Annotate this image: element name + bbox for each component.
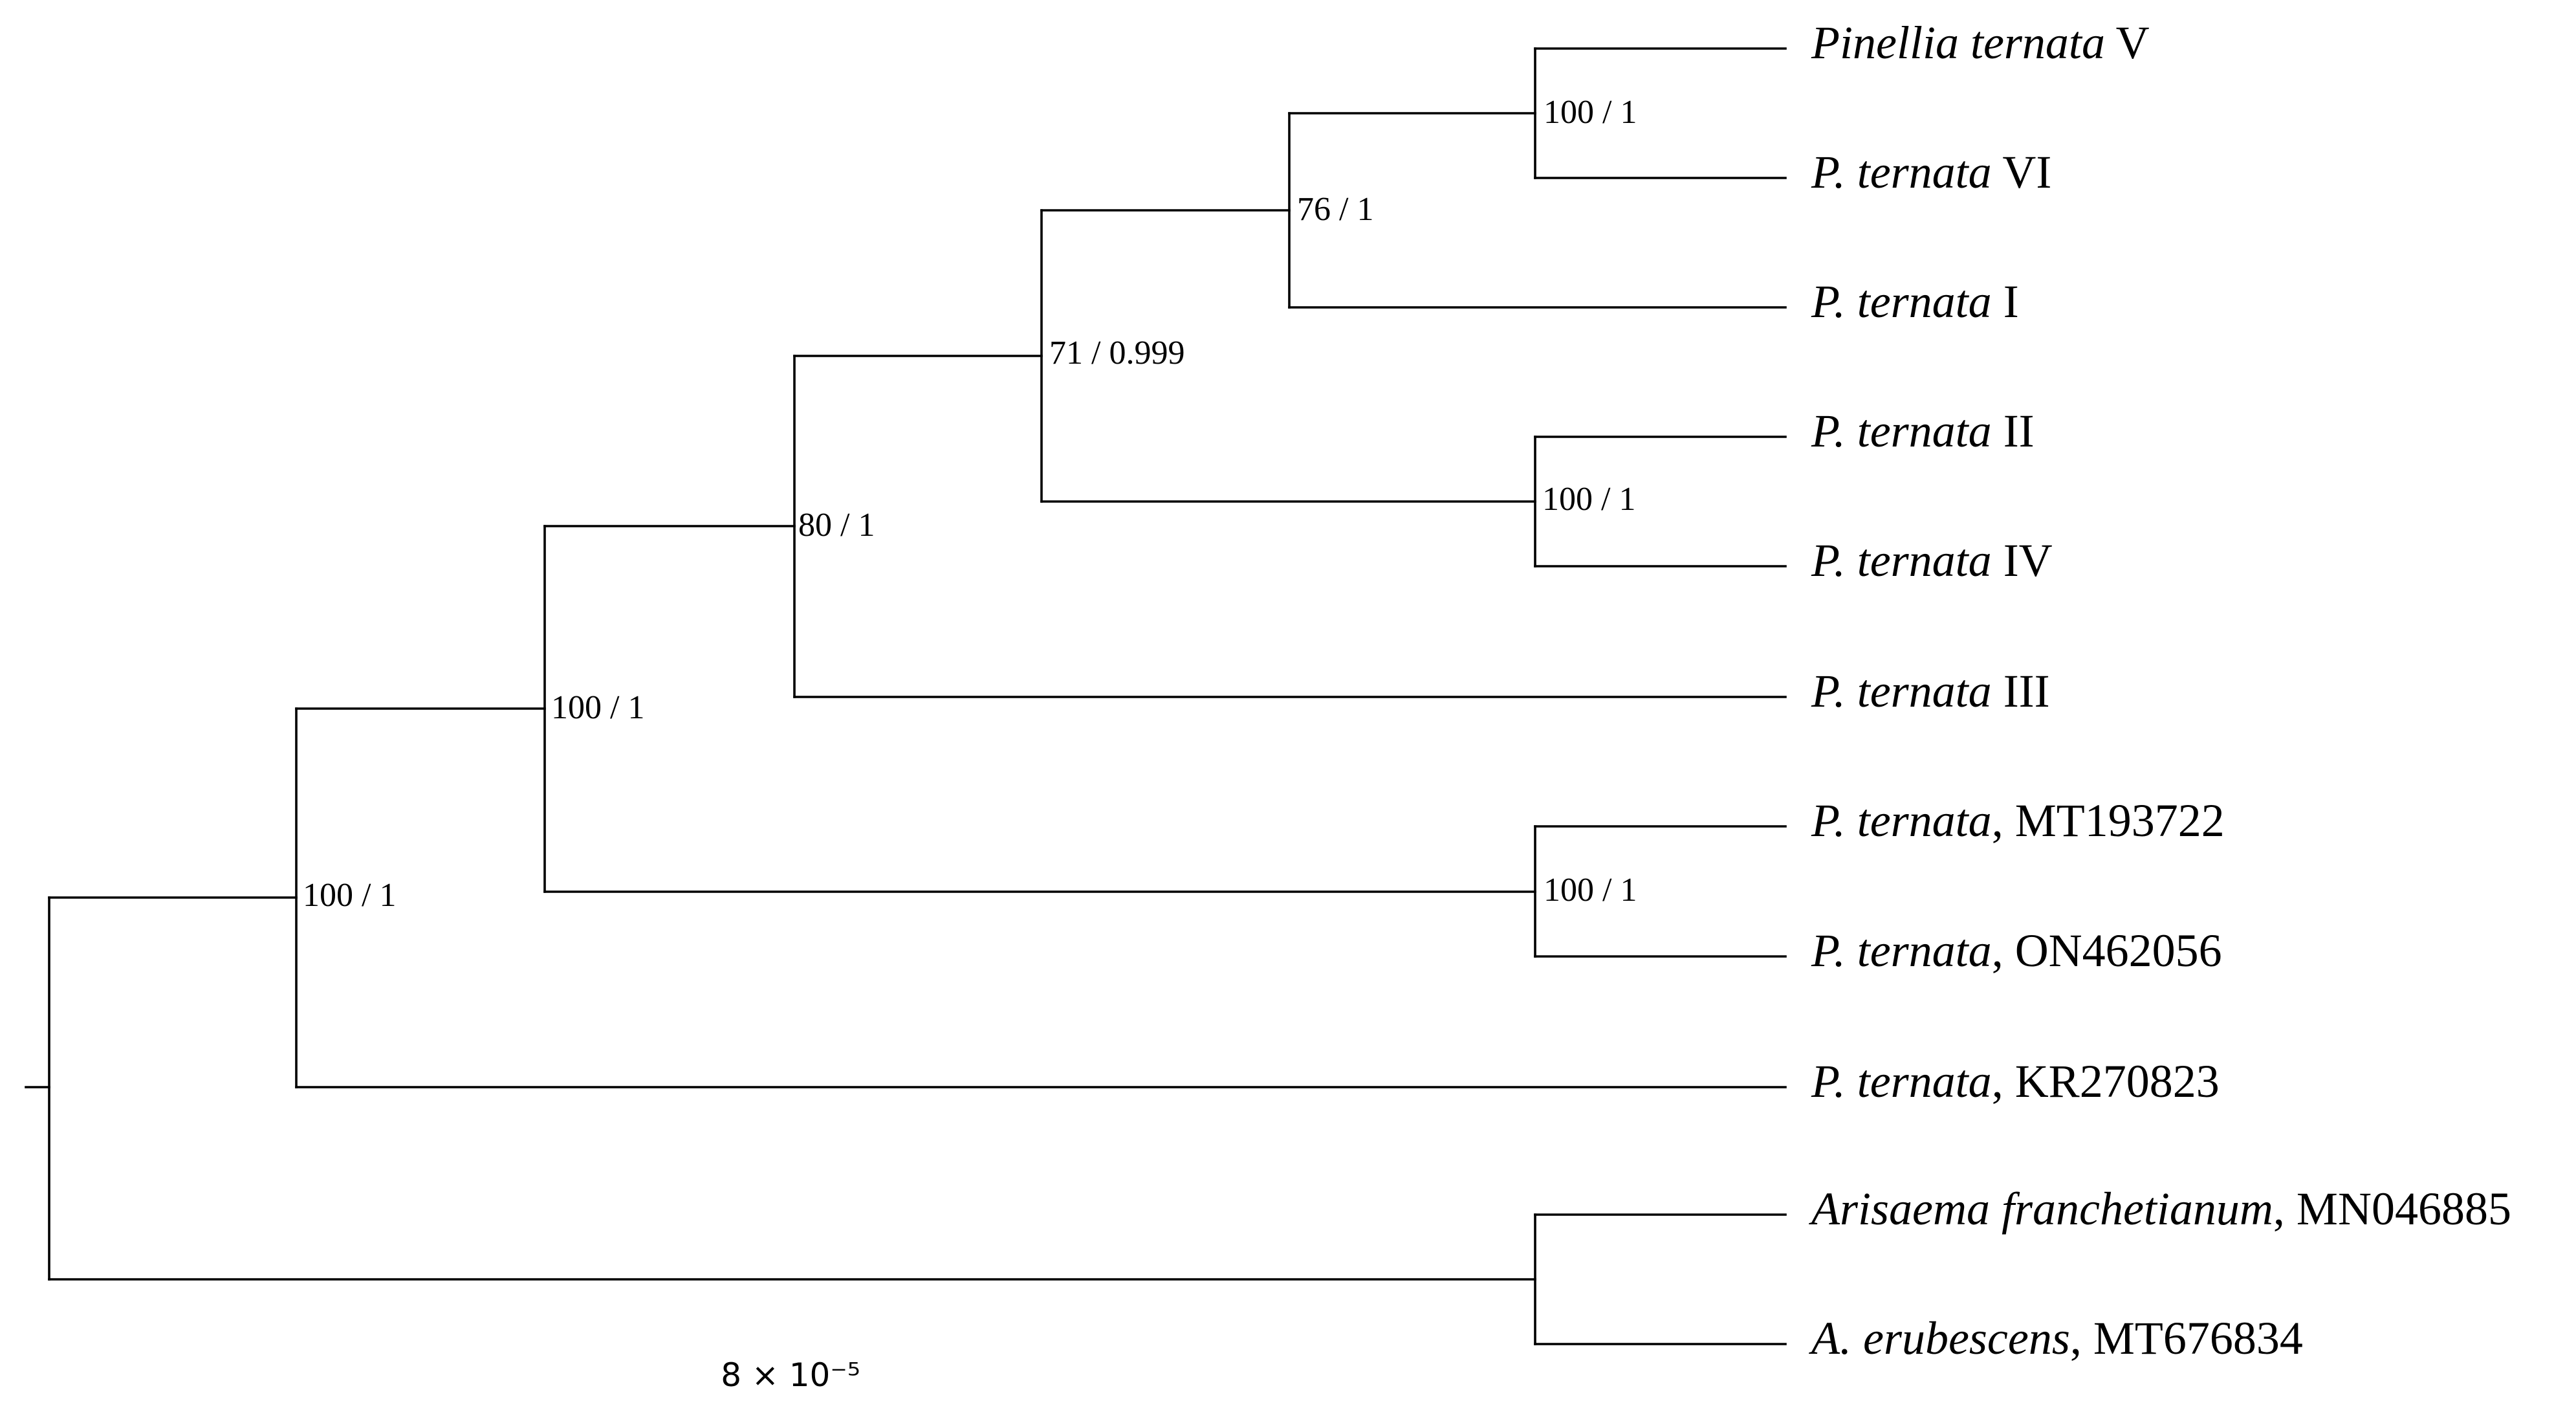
- taxon-suffix: , MN046885: [2273, 1183, 2511, 1235]
- taxon-name: P. ternata: [1811, 925, 1992, 976]
- support-n-mt-on: 100 / 1: [1544, 872, 1637, 909]
- taxon-name: P. ternata: [1811, 405, 1992, 457]
- support-values: 100 / 1 76 / 1 71 / 0.999 100 / 1 80 / 1…: [303, 94, 1637, 914]
- taxon-label: P. ternata, ON462056: [1811, 925, 2222, 976]
- taxon-label: P. ternata, KR270823: [1811, 1055, 2220, 1107]
- taxon-label: P. ternata II: [1811, 405, 2035, 457]
- taxon-labels: Pinellia ternata V P. ternata VI P. tern…: [1809, 17, 2511, 1364]
- support-n-core-iii: 80 / 1: [798, 507, 875, 544]
- taxon-suffix: , MT193722: [1992, 795, 2225, 846]
- taxon-name: A. erubescens: [1809, 1312, 2070, 1364]
- taxon-name: P. ternata: [1811, 665, 1992, 717]
- taxon-suffix: I: [1992, 276, 2019, 327]
- taxon-suffix: VI: [1992, 146, 2052, 198]
- taxon-label: P. ternata IV: [1811, 535, 2053, 586]
- taxon-label: Pinellia ternata V: [1811, 17, 2150, 69]
- taxon-label: P. ternata VI: [1811, 146, 2051, 198]
- support-n-v-vi: 100 / 1: [1544, 94, 1637, 131]
- taxon-suffix: III: [1992, 665, 2050, 717]
- taxon-suffix: , MT676834: [2070, 1312, 2303, 1364]
- taxon-name: P. ternata: [1811, 795, 1992, 846]
- taxon-name: Arisaema franchetianum: [1809, 1183, 2273, 1235]
- taxon-label: A. erubescens, MT676834: [1809, 1312, 2303, 1364]
- support-n-pinellia: 100 / 1: [303, 877, 396, 914]
- taxon-suffix: II: [1992, 405, 2035, 457]
- taxon-name: P. ternata: [1811, 276, 1992, 327]
- taxon-label: P. ternata I: [1811, 276, 2019, 327]
- taxon-name: P. ternata: [1811, 535, 1992, 586]
- support-n-ingroup: 100 / 1: [551, 689, 644, 726]
- support-n-core: 71 / 0.999: [1049, 335, 1184, 371]
- taxon-name: P. ternata: [1811, 146, 1992, 198]
- support-n-v-vi-i: 76 / 1: [1297, 191, 1373, 228]
- taxon-suffix: V: [2105, 17, 2150, 69]
- taxon-label: P. ternata, MT193722: [1811, 795, 2225, 846]
- taxon-suffix: IV: [1992, 535, 2053, 586]
- taxon-label: Arisaema franchetianum, MN046885: [1809, 1183, 2511, 1235]
- taxon-name: Pinellia ternata: [1811, 17, 2105, 69]
- support-n-ii-iv: 100 / 1: [1542, 481, 1635, 518]
- scale-label: 8 × 10⁻⁵: [721, 1356, 860, 1394]
- tree-branches: [25, 47, 1787, 1345]
- taxon-name: P. ternata: [1811, 1055, 1992, 1107]
- taxon-suffix: , ON462056: [1992, 925, 2222, 976]
- taxon-label: P. ternata III: [1811, 665, 2050, 717]
- taxon-suffix: , KR270823: [1992, 1055, 2220, 1107]
